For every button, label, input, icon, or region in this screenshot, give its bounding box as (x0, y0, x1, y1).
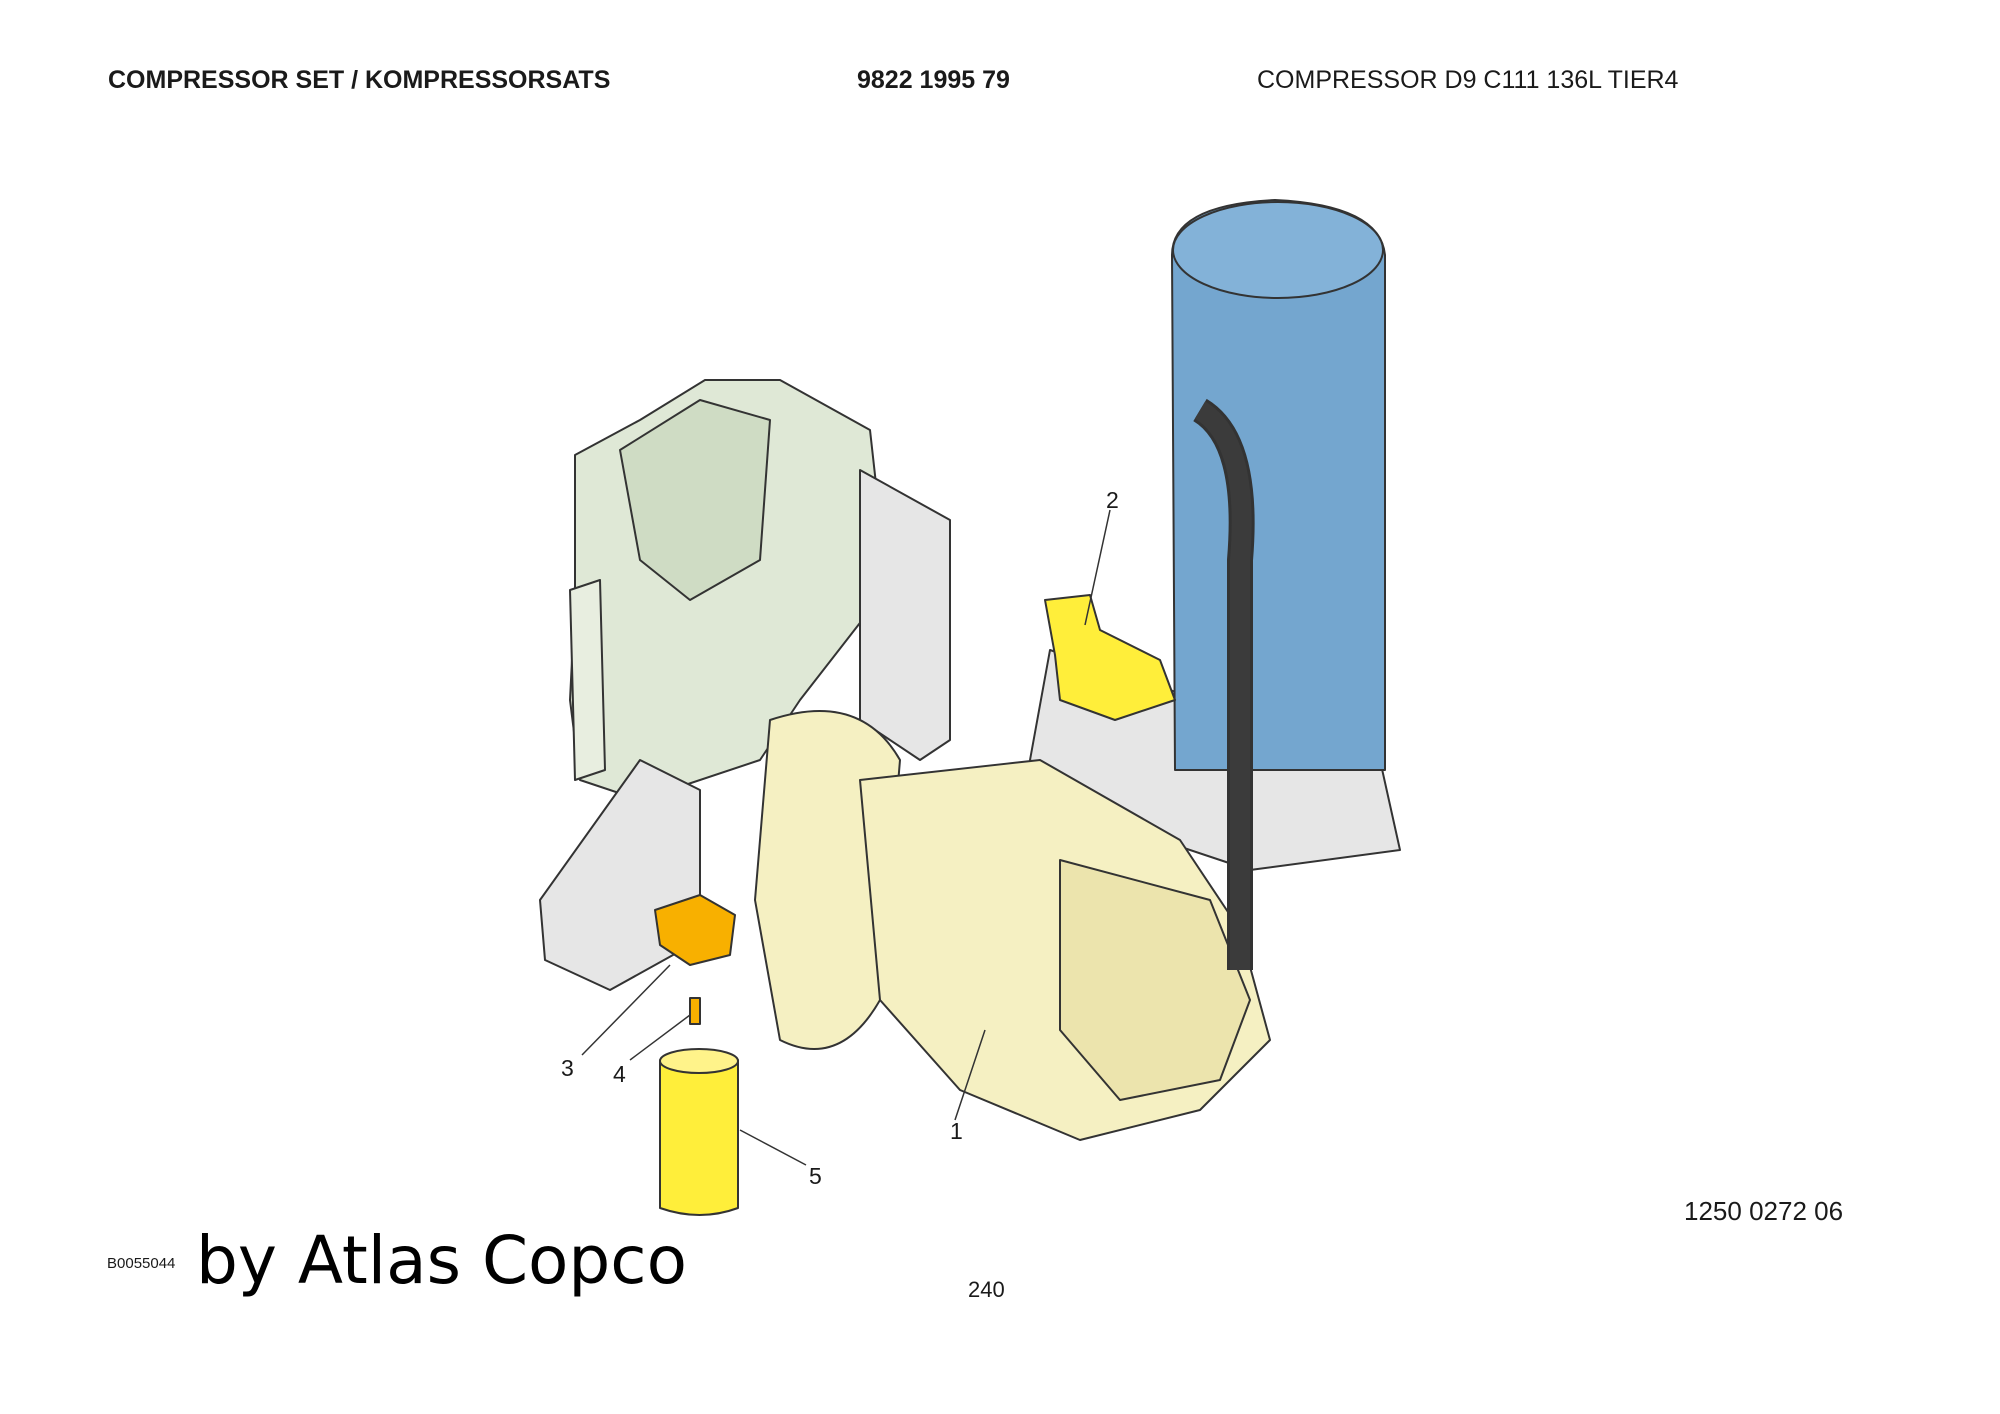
element-housing (1059, 859, 1251, 1101)
watermark-text: by Atlas Copco (196, 1222, 687, 1299)
vessel-lid (1172, 201, 1384, 299)
leader-4 (629, 1014, 691, 1061)
part-5-oil-filter (659, 1051, 739, 1216)
callout-4: 4 (613, 1061, 626, 1087)
callout-5: 5 (809, 1163, 822, 1189)
model-name: COMPRESSOR D9 C111 136L TIER4 (1257, 66, 1679, 94)
part-2-valve (1044, 594, 1176, 721)
leader-5 (739, 1129, 807, 1166)
engine-side-rail (569, 579, 606, 781)
page-title: COMPRESSOR SET / KOMPRESSORSATS (108, 66, 611, 94)
rear-bracket (859, 469, 951, 761)
part-3-filter-head (654, 894, 736, 966)
leader-2 (1084, 509, 1111, 626)
leader-3 (581, 964, 671, 1056)
engine-manifold (619, 399, 771, 601)
callout-1: 1 (950, 1118, 963, 1144)
leader-1 (954, 1029, 986, 1121)
callout-2: 2 (1106, 487, 1119, 513)
page-number: 240 (968, 1277, 1005, 1302)
image-id: B0055044 (107, 1255, 176, 1272)
callout-3: 3 (561, 1055, 574, 1081)
part-number: 9822 1995 79 (857, 66, 1010, 94)
part-4-nipple (689, 997, 701, 1025)
reference-number: 1250 0272 06 (1684, 1196, 1844, 1226)
